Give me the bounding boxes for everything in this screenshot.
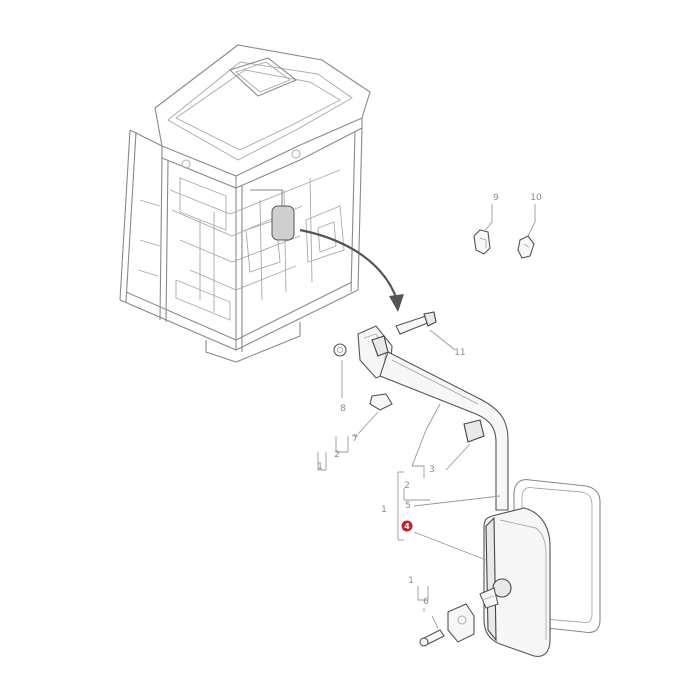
label-part-3: 3 (429, 465, 435, 475)
mirror-arm-assembly (333, 311, 509, 511)
label-part-4: 4 (404, 522, 410, 531)
mirror-head (479, 479, 601, 657)
label-part-1b: 1 (381, 505, 387, 515)
leader-lines (317, 403, 501, 612)
label-part-6: 6 (423, 597, 429, 607)
label-part-9: 9 (493, 193, 499, 203)
mount-bracket-6 (419, 603, 475, 647)
callout-part-4[interactable]: 4 (401, 520, 413, 532)
cab-mirror-location (250, 189, 295, 241)
detail-arrow (299, 228, 404, 312)
clip-part-9 (473, 204, 493, 255)
clip-part-10 (517, 204, 536, 259)
label-part-2b: 2 (404, 481, 410, 491)
label-part-5: 5 (405, 501, 411, 511)
label-part-10: 10 (530, 193, 542, 203)
label-part-8: 8 (340, 404, 346, 414)
label-part-1c: 1 (408, 576, 414, 586)
label-part-11: 11 (454, 348, 465, 358)
label-part-1a: 1 (317, 462, 323, 472)
label-part-7: 7 (352, 434, 358, 444)
part-number-labels: 9 10 11 8 7 2 1 3 2 1 5 1 6 (317, 193, 542, 607)
tractor-cab (119, 44, 371, 363)
label-part-2a: 2 (334, 450, 340, 460)
